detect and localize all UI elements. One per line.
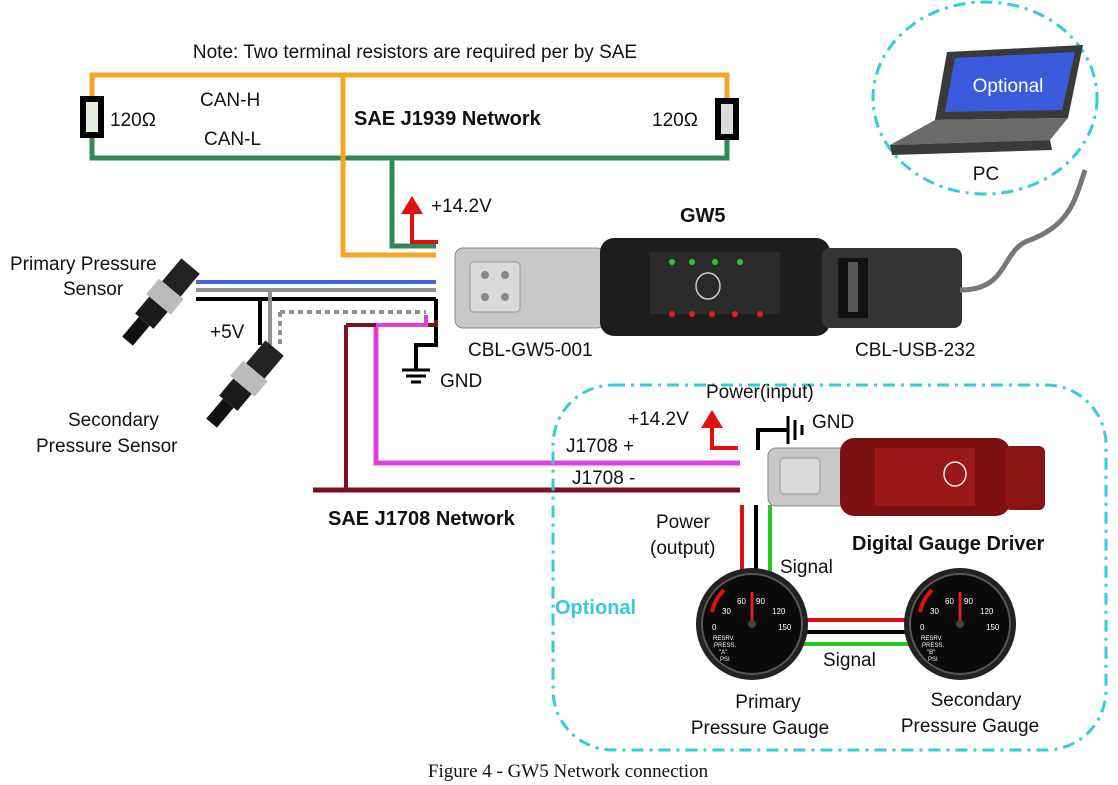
secondary-sensor-label-2: Pressure Sensor xyxy=(36,436,178,457)
power-output-label-2: (output) xyxy=(650,538,715,559)
terminal-resistor-left xyxy=(80,96,104,138)
power-arrow-bottom-icon xyxy=(701,410,738,450)
resistor-left-label: 120Ω xyxy=(110,110,156,131)
gauge-link-wires xyxy=(800,618,915,646)
optional-region-boundary xyxy=(551,383,1108,752)
signal-label-1: Signal xyxy=(780,557,833,578)
pc-screen-label: Optional xyxy=(973,76,1044,97)
j1708-plus-label: J1708 + xyxy=(566,436,634,457)
terminal-resistor-note: Note: Two terminal resistors are require… xyxy=(193,42,637,63)
can-h-label: CAN-H xyxy=(200,90,260,111)
cbl-usb-label: CBL-USB-232 xyxy=(855,340,975,361)
gauge-b-text-2: PRESS. xyxy=(922,643,944,649)
gauge-b-text-1: RESRV. xyxy=(921,636,943,642)
gauge-b-tick-120: 120 xyxy=(980,607,994,616)
ground-icon-right xyxy=(756,416,804,450)
usb-cable xyxy=(959,169,1088,293)
can-bus-wires xyxy=(89,72,730,258)
gauge-a-tick-0: 0 xyxy=(712,623,717,632)
gnd-left-label: GND xyxy=(440,371,482,392)
digital-gauge-driver-label: Digital Gauge Driver xyxy=(852,533,1044,555)
v142-bottom-label: +14.2V xyxy=(628,409,689,430)
primary-sensor-label-1: Primary Pressure xyxy=(10,254,157,275)
gauge-b-tick-60: 60 xyxy=(945,597,954,606)
power-arrow-top-icon xyxy=(401,196,438,244)
j1708-plus-link xyxy=(376,315,428,327)
v142-top-label: +14.2V xyxy=(431,196,492,217)
gw5-title: GW5 xyxy=(680,205,726,227)
secondary-pressure-sensor-icon xyxy=(206,340,284,428)
signal-label-2: Signal xyxy=(823,650,876,671)
primary-sensor-label-2: Sensor xyxy=(63,279,124,300)
secondary-gauge-label-1: Secondary xyxy=(931,690,1022,711)
cbl-gw5-label: CBL-GW5-001 xyxy=(468,340,593,361)
can-l-drop-wire xyxy=(389,158,436,249)
primary-gauge-label-1: Primary xyxy=(735,692,801,713)
gauge-a-tick-60: 60 xyxy=(737,597,746,606)
secondary-gauge-label-2: Pressure Gauge xyxy=(901,716,1039,737)
ground-icon-left xyxy=(402,368,430,384)
resistor-right-label: 120Ω xyxy=(652,110,698,131)
power-output-label-1: Power xyxy=(656,512,711,533)
can-h-wire xyxy=(89,72,730,106)
can-h-drop-wire xyxy=(340,75,436,258)
j1708-network-label: SAE J1708 Network xyxy=(328,508,516,530)
j1708-plus-wire xyxy=(373,325,740,466)
gnd-right-label: GND xyxy=(812,412,854,433)
gauge-a-tick-150: 150 xyxy=(778,623,792,632)
power-input-label: Power(input) xyxy=(706,382,814,403)
gauge-b-tick-90: 90 xyxy=(964,597,973,606)
gauge-a-tick-30: 30 xyxy=(722,607,731,616)
figure-caption: Figure 4 - GW5 Network connection xyxy=(428,761,709,782)
secondary-pressure-gauge: 0 30 60 90 120 150 RESRV. PRESS. "B" PSI xyxy=(904,568,1016,680)
gauge-a-text-3: "A" xyxy=(719,650,727,656)
gauge-b-tick-30: 30 xyxy=(930,607,939,616)
primary-pressure-gauge: 0 30 60 90 120 150 RESRV. PRESS. "A" PSI xyxy=(696,568,808,680)
gauge-a-text-2: PRESS. xyxy=(714,643,736,649)
primary-pressure-sensor-icon xyxy=(122,258,200,346)
gauge-a-tick-120: 120 xyxy=(772,607,786,616)
v5-label: +5V xyxy=(210,322,245,343)
j1939-network-label: SAE J1939 Network xyxy=(354,108,542,130)
gauge-a-tick-90: 90 xyxy=(756,597,765,606)
laptop-icon xyxy=(890,45,1083,155)
gauge-b-text-3: "B" xyxy=(927,650,935,656)
gauge-a-text-1: RESRV. xyxy=(713,636,735,642)
can-l-label: CAN-L xyxy=(204,129,261,150)
gauge-a-text-4: PSI xyxy=(720,657,730,663)
can-l-wire xyxy=(89,132,730,161)
primary-gauge-label-2: Pressure Gauge xyxy=(691,718,829,739)
gauge-b-tick-150: 150 xyxy=(986,623,1000,632)
optional-label: Optional xyxy=(555,597,636,619)
gauge-b-tick-0: 0 xyxy=(920,623,925,632)
secondary-sensor-label-1: Secondary xyxy=(68,410,159,431)
gauge-b-text-4: PSI xyxy=(928,657,938,663)
gw5-device xyxy=(454,238,962,336)
pc-label: PC xyxy=(973,164,999,185)
terminal-resistor-right xyxy=(715,98,739,140)
pc-optional-boundary xyxy=(871,0,1099,196)
j1708-minus-label: J1708 - xyxy=(572,468,635,489)
digital-gauge-driver-device xyxy=(767,438,1045,516)
